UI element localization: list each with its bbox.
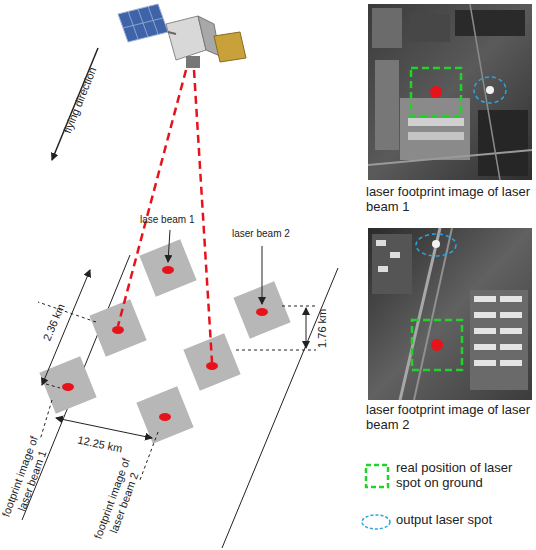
text-label: flying direction	[54, 46, 107, 153]
legend-swatch	[364, 463, 398, 489]
legend-text: output laser spot	[396, 513, 534, 528]
text-label: 2.36 km	[36, 292, 71, 352]
text-label: footprint image of laser beam 1	[0, 429, 54, 528]
satellite-photo	[368, 4, 532, 180]
pointer-arrow	[168, 230, 170, 262]
text-label: 1.76 km	[316, 298, 329, 358]
text-label: laser footprint image of laser beam 1	[366, 185, 536, 215]
text-label: laser beam 2	[232, 228, 302, 240]
pointer-arrow	[262, 246, 263, 304]
legend-text: real position of laser spot on ground	[396, 461, 534, 491]
legend-swatch	[360, 512, 394, 538]
satellite-photo	[368, 228, 532, 400]
satellite	[118, 4, 246, 68]
text-label: 12.25 km	[69, 431, 130, 456]
footprint-squares	[39, 239, 290, 443]
laser-beams	[118, 70, 212, 362]
dimension-line	[236, 306, 316, 350]
text-label: footprint image of laser beam 2	[90, 451, 147, 550]
dimension-line	[40, 400, 158, 480]
ground-strip	[22, 255, 338, 548]
text-label: lase beam 1	[140, 214, 210, 226]
laser-spots	[62, 266, 268, 421]
text-label: laser footprint image of laser beam 2	[366, 403, 536, 433]
